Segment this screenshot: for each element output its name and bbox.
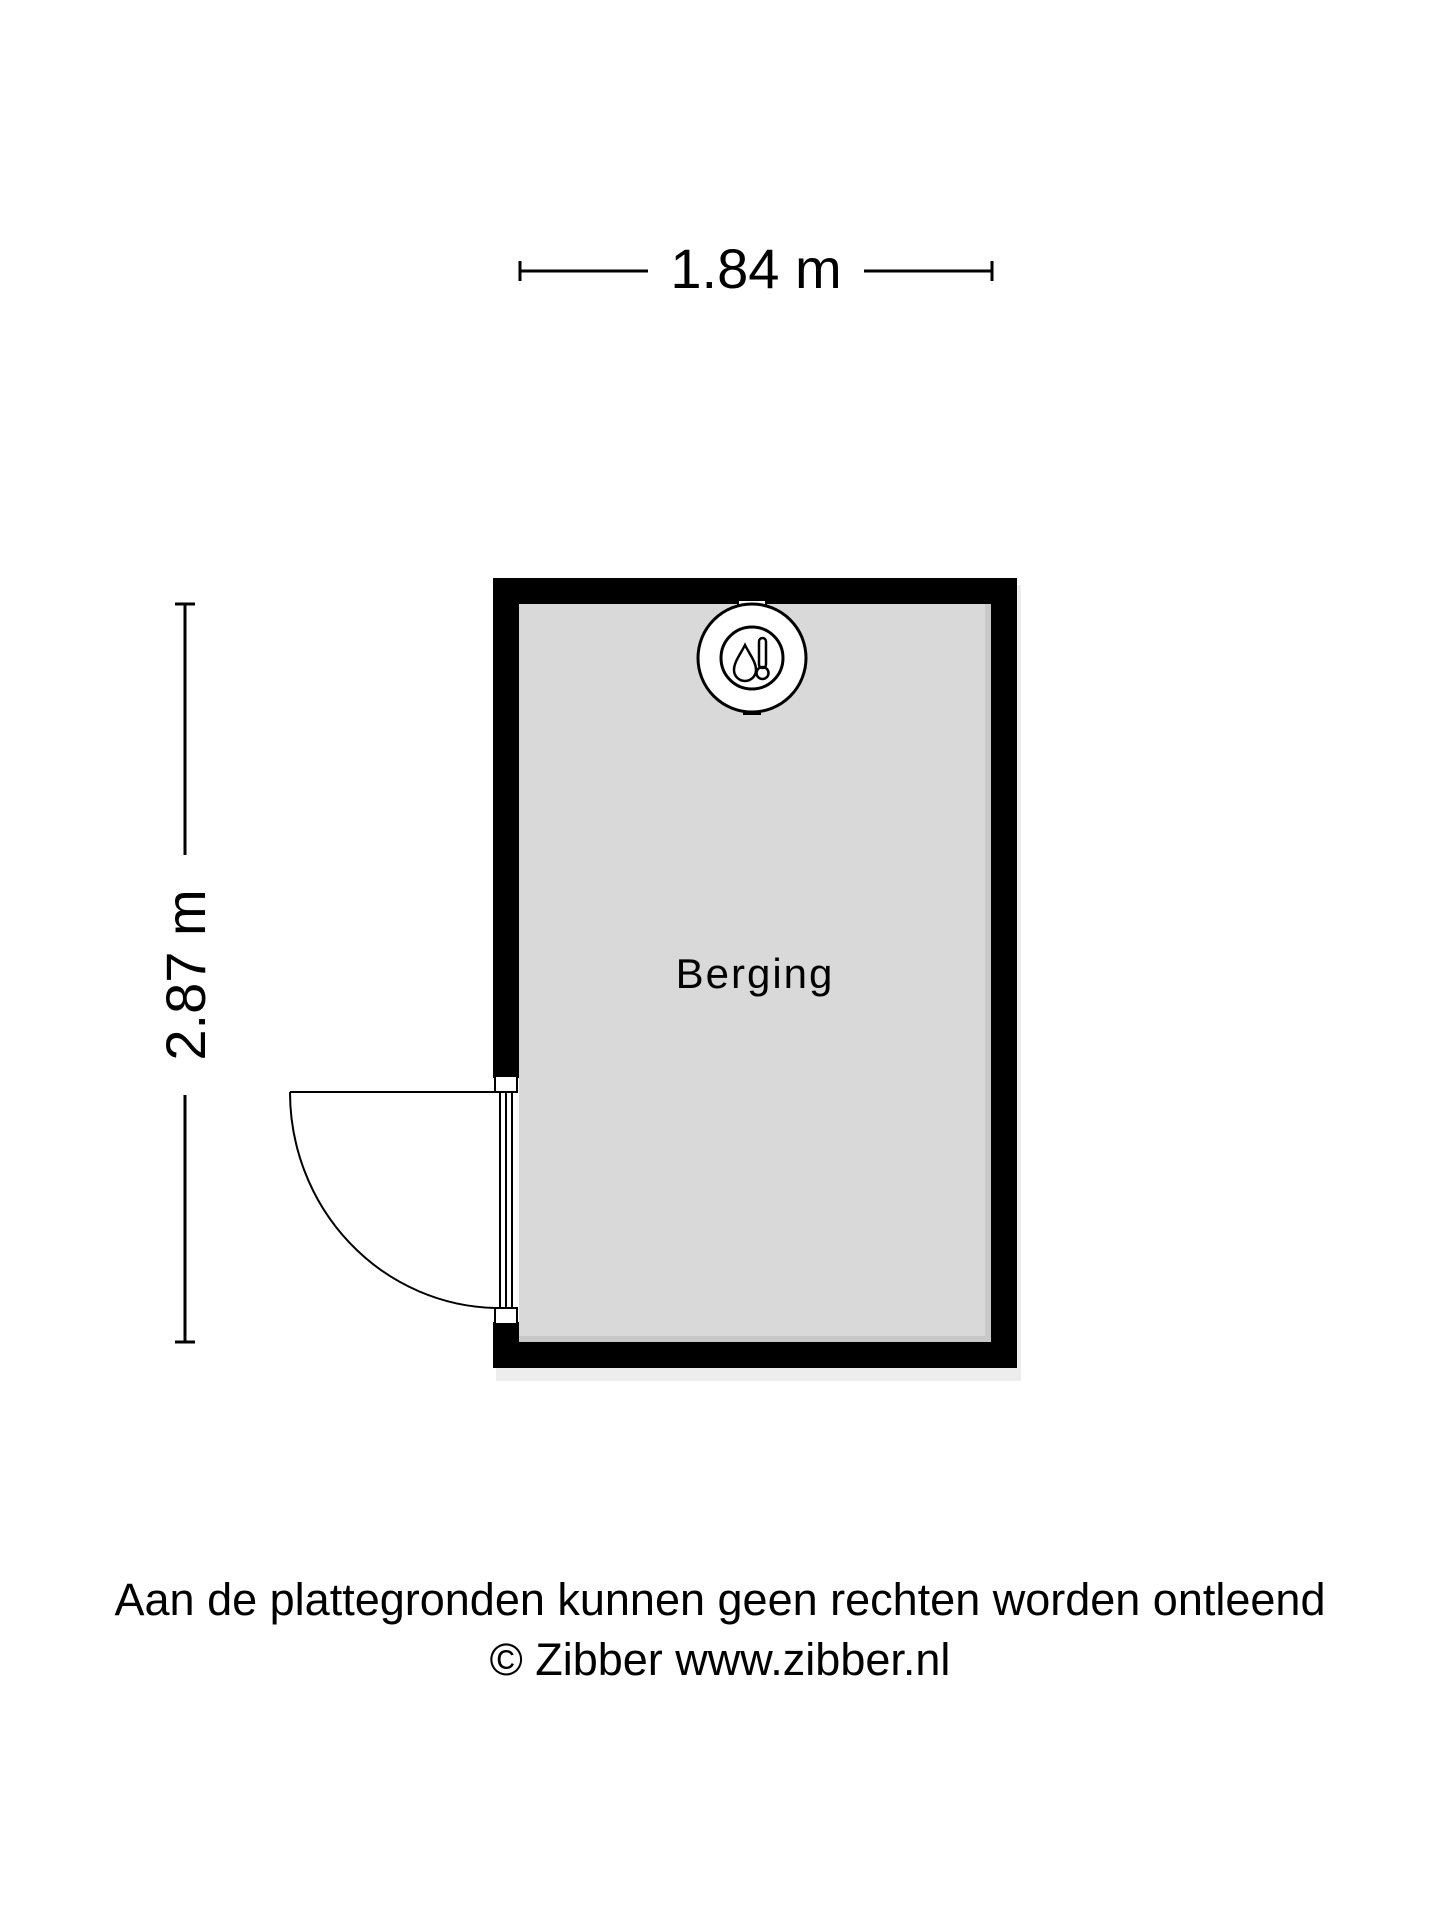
height-dimension-label: 2.87 m <box>154 889 217 1060</box>
boiler-inner-circle <box>719 625 785 691</box>
boiler-thermometer-drop-icon <box>696 599 808 715</box>
height-dimension: 2.87 m <box>154 602 217 1344</box>
door-frame-bottom <box>494 1307 518 1325</box>
disclaimer-text: Aan de plattegronden kunnen geen rechten… <box>114 1574 1326 1625</box>
copyright-text: © Zibber www.zibber.nl <box>489 1634 951 1685</box>
width-dimension: 1.84 m <box>518 237 994 300</box>
room-floor <box>519 604 991 1342</box>
door-frame-top <box>494 1075 518 1093</box>
room-floor-edge <box>985 604 991 1342</box>
room-floor-edge-bottom <box>519 1336 991 1342</box>
width-dimension-label: 1.84 m <box>670 237 841 300</box>
water-drop-icon <box>732 642 758 683</box>
footer: Aan de plattegronden kunnen geen rechten… <box>0 1570 1440 1690</box>
door-swing-icon <box>289 1091 496 1309</box>
door <box>289 1075 519 1325</box>
thermometer-bulb <box>755 665 770 681</box>
room-label: Berging <box>676 950 835 997</box>
